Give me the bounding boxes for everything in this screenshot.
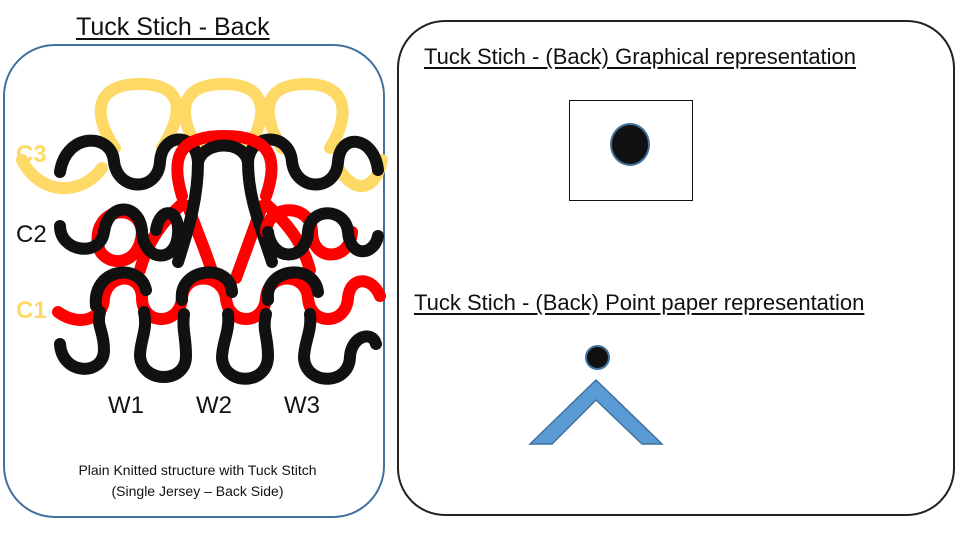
caption-line-2: (Single Jersey – Back Side) — [111, 483, 284, 499]
representation-panel — [397, 20, 955, 516]
point-paper-dot-icon — [585, 345, 610, 370]
wale-label-w2: W2 — [196, 392, 232, 419]
tuck-dot-icon — [610, 123, 650, 166]
course-label-c3: C3 — [16, 141, 47, 168]
red-yarn-course-c1 — [52, 272, 386, 326]
wale-label-w1: W1 — [108, 392, 144, 419]
knit-loop-illustration — [16, 78, 388, 385]
black-yarn-c3-w2 — [172, 139, 278, 268]
graphical-representation-title: Tuck Stich - (Back) Graphical representa… — [424, 44, 857, 69]
caption-line-1: Plain Knitted structure with Tuck Stitch — [78, 462, 317, 478]
black-yarn-course-c1 — [54, 266, 382, 385]
course-label-c1: C1 — [16, 297, 47, 324]
structure-caption: Plain Knitted structure with Tuck Stitch… — [30, 460, 365, 502]
point-paper-chevron-icon — [528, 378, 664, 445]
course-label-c2: C2 — [16, 221, 47, 248]
black-yarn-course-c3 — [54, 133, 384, 191]
graphical-symbol-box — [569, 100, 693, 201]
point-paper-representation-title: Tuck Stich - (Back) Point paper represen… — [414, 290, 865, 315]
black-yarn-course-c2 — [54, 203, 384, 262]
knit-structure-title: Tuck Stich - Back — [74, 13, 272, 42]
yellow-yarn-course-c3 — [16, 78, 388, 195]
wale-label-w3: W3 — [284, 392, 320, 419]
